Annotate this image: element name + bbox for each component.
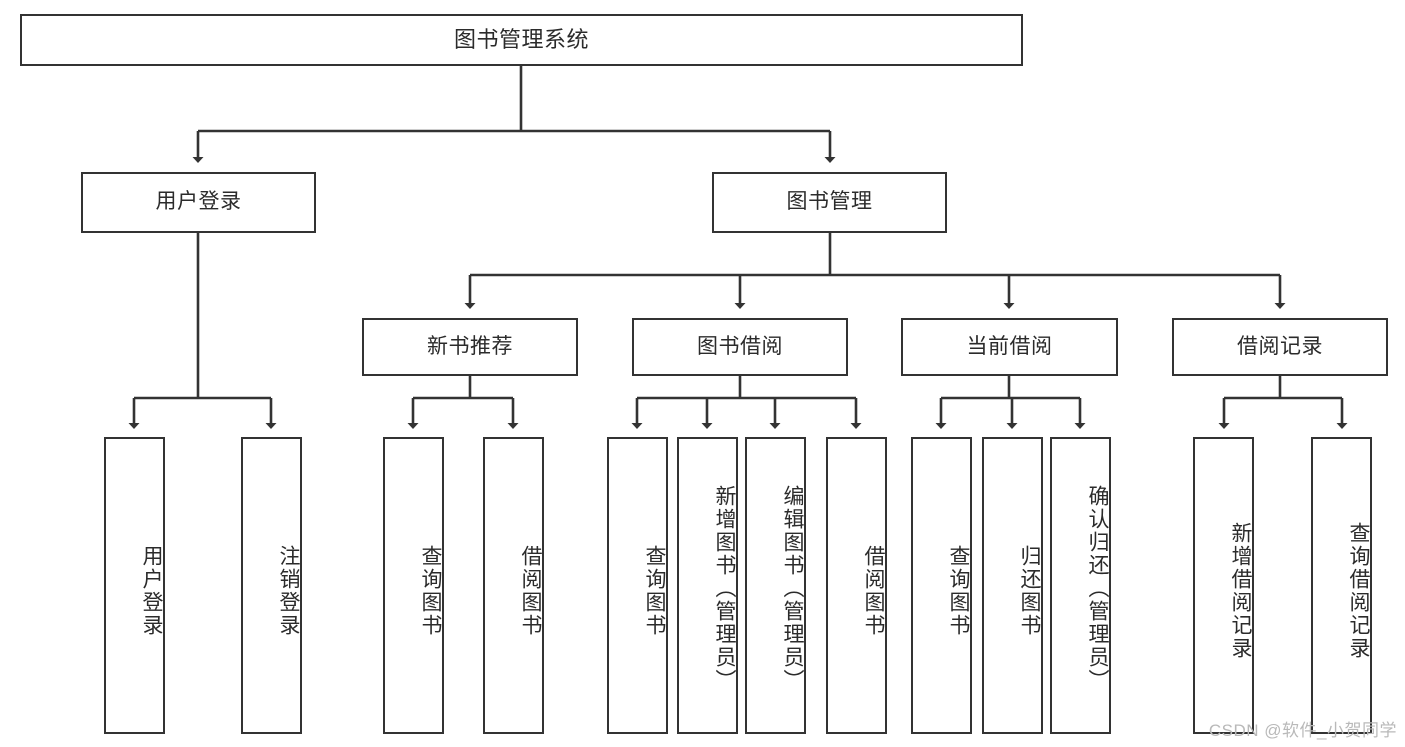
leaf-book-borrow-edit-book-admin[interactable]: 编辑图书（管理员） [745,437,806,734]
leaf-user-login-logout[interactable]: 注销登录 [241,437,302,734]
node-label: 借阅图书 [519,544,542,637]
node-new-book-recommend[interactable]: 新书推荐 [362,318,578,376]
node-label: 注销登录 [277,544,300,637]
leaf-borrow-record-add-record[interactable]: 新增借阅记录 [1193,437,1254,734]
node-label: 新增图书（管理员） [713,485,736,692]
leaf-current-borrow-confirm-return-admin[interactable]: 确认归还（管理员） [1050,437,1111,734]
node-borrow-record[interactable]: 借阅记录 [1172,318,1388,376]
leaf-new-book-query-book[interactable]: 查询图书 [383,437,444,734]
node-label: 新增借阅记录 [1229,521,1252,660]
leaf-book-borrow-query-book[interactable]: 查询图书 [607,437,668,734]
node-current-borrow[interactable]: 当前借阅 [901,318,1118,376]
leaf-new-book-borrow-book[interactable]: 借阅图书 [483,437,544,734]
leaf-user-login-login[interactable]: 用户登录 [104,437,165,734]
leaf-borrow-record-query-record[interactable]: 查询借阅记录 [1311,437,1372,734]
watermark-text: CSDN @软件_小贺同学 [1208,721,1397,740]
node-label: 新书推荐 [427,334,513,358]
node-label: 图书管理系统 [453,27,589,53]
node-label: 编辑图书（管理员） [781,485,804,692]
node-label: 当前借阅 [966,334,1053,358]
node-label: 图书管理 [786,190,873,214]
node-label: 确认归还（管理员） [1086,485,1109,692]
leaf-book-borrow-borrow-book[interactable]: 借阅图书 [826,437,887,734]
node-book-management[interactable]: 图书管理 [712,172,947,233]
node-label: 查询图书 [643,544,666,637]
node-label: 查询借阅记录 [1347,521,1370,660]
node-label: 借阅记录 [1237,334,1323,358]
node-label: 图书借阅 [697,334,783,358]
node-label: 查询图书 [419,544,442,637]
node-user-login[interactable]: 用户登录 [81,172,316,233]
node-label: 查询图书 [947,544,970,637]
leaf-current-borrow-query-book[interactable]: 查询图书 [911,437,972,734]
node-book-borrow[interactable]: 图书借阅 [632,318,848,376]
node-root-book-management-system[interactable]: 图书管理系统 [20,14,1023,66]
node-label: 借阅图书 [862,544,885,637]
node-label: 用户登录 [140,544,163,637]
node-label: 归还图书 [1018,544,1041,637]
node-label: 用户登录 [155,190,242,214]
leaf-current-borrow-return-book[interactable]: 归还图书 [982,437,1043,734]
leaf-book-borrow-add-book-admin[interactable]: 新增图书（管理员） [677,437,738,734]
